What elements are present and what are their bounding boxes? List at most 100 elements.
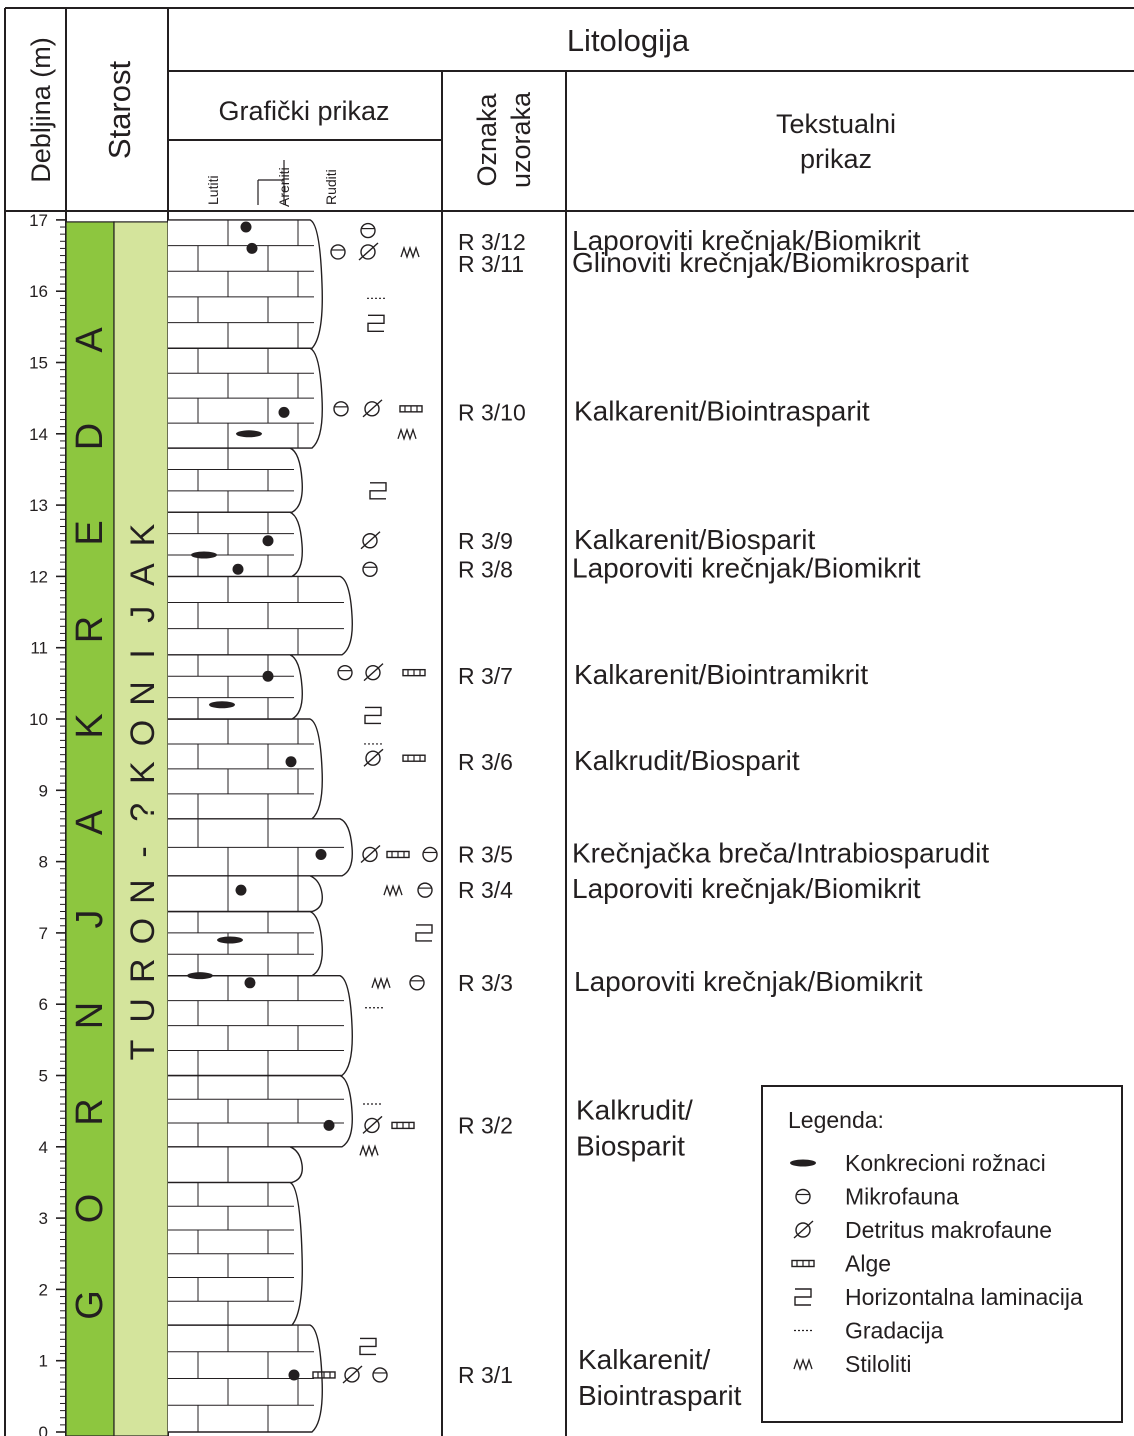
bed-outline bbox=[168, 220, 322, 348]
sample-label: R 3/5 bbox=[458, 841, 513, 867]
sample-column-title-1: Oznaka bbox=[472, 92, 502, 186]
grain-label-rudite: Ruditi bbox=[323, 169, 339, 205]
stage-letter: K bbox=[124, 523, 162, 546]
legend-item-label: Mikrofauna bbox=[845, 1184, 959, 1210]
sample-point-icon bbox=[241, 222, 252, 233]
epoch-letter: E bbox=[69, 520, 111, 545]
epoch-letter: K bbox=[69, 713, 111, 738]
depth-tick-label: 14 bbox=[29, 425, 48, 444]
age-bars: GORNJAKREDATURON-?KONIJAK bbox=[66, 222, 168, 1436]
stylolite-icon bbox=[360, 1146, 378, 1155]
microfauna-icon bbox=[418, 883, 432, 897]
graphic-column-title: Grafički prikaz bbox=[218, 96, 389, 126]
text-column-title-1: Tekstualni bbox=[776, 109, 896, 139]
sample-label: R 3/1 bbox=[458, 1362, 513, 1388]
sample-description: Kalkarenit/Biointrasparit bbox=[574, 395, 870, 426]
stage-letter: - bbox=[124, 846, 162, 857]
bed-outline bbox=[168, 448, 302, 512]
sample-label: R 3/4 bbox=[458, 877, 513, 903]
sample-description: Kalkrudit/Biosparit bbox=[574, 745, 800, 776]
chert-nodule-icon bbox=[236, 430, 262, 437]
microfauna-icon bbox=[331, 245, 345, 259]
sample-description-line1: Kalkarenit/ bbox=[578, 1344, 711, 1375]
horizontal-lamination-icon bbox=[368, 315, 384, 331]
depth-tick-label: 16 bbox=[29, 282, 48, 301]
microfauna-icon bbox=[338, 666, 352, 680]
legend-item-label: Detritus makrofaune bbox=[845, 1217, 1052, 1243]
sample-point-icon bbox=[289, 1369, 300, 1380]
microfauna-icon bbox=[361, 224, 375, 238]
horizontal-lamination-icon bbox=[360, 1338, 376, 1354]
age-column-title: Starost bbox=[102, 61, 137, 160]
stage-letter: K bbox=[124, 761, 162, 784]
sample-point-icon bbox=[233, 564, 244, 575]
sample-point-icon bbox=[316, 849, 327, 860]
epoch-letter: O bbox=[69, 1194, 111, 1224]
bed-outline bbox=[168, 1147, 302, 1183]
epoch-letter: A bbox=[69, 809, 111, 835]
sample-column-title-2: uzoraka bbox=[506, 91, 536, 188]
sample-point-icon bbox=[247, 243, 258, 254]
horizontal-lamination-icon bbox=[370, 483, 386, 499]
bed-outline bbox=[168, 1076, 352, 1147]
depth-tick-label: 12 bbox=[29, 567, 48, 586]
sample-description-line1: Kalkrudit/ bbox=[576, 1094, 693, 1125]
depth-tick-label: 17 bbox=[29, 211, 48, 230]
sample-description-line2: Biointrasparit bbox=[578, 1380, 742, 1411]
depth-column-title: Debljina (m) bbox=[26, 37, 56, 183]
horizontal-lamination-icon bbox=[365, 707, 381, 723]
stage-letter: N bbox=[124, 681, 162, 706]
epoch-letter: J bbox=[69, 910, 111, 929]
legend-item-label: Konkrecioni rožnaci bbox=[845, 1150, 1046, 1176]
text-column-title-2: prikaz bbox=[800, 144, 872, 174]
legend-item-label: Stiloliti bbox=[845, 1351, 911, 1377]
sample-description: Kalkarenit/Biointramikrit bbox=[574, 659, 868, 690]
depth-tick-label: 9 bbox=[39, 781, 48, 800]
legend-title: Legenda: bbox=[788, 1107, 884, 1133]
sample-label: R 3/8 bbox=[458, 556, 513, 582]
chert-nodule-icon bbox=[217, 937, 243, 944]
legend-box bbox=[762, 1086, 1122, 1422]
microfauna-icon bbox=[423, 847, 437, 861]
sample-point-icon bbox=[263, 535, 274, 546]
sample-label: R 3/11 bbox=[458, 251, 524, 277]
sample-description: Glinoviti krečnjak/Biomikrosparit bbox=[572, 247, 969, 278]
depth-tick-label: 1 bbox=[39, 1352, 48, 1371]
stylolite-icon bbox=[401, 248, 419, 257]
depth-tick-label: 6 bbox=[39, 995, 48, 1014]
lithology-beds bbox=[168, 220, 352, 1432]
epoch-letter: G bbox=[69, 1290, 111, 1320]
sample-point-icon bbox=[236, 885, 247, 896]
stage-letter: N bbox=[124, 879, 162, 904]
stage-letter: O bbox=[124, 720, 162, 746]
stylolite-icon bbox=[384, 886, 402, 895]
stylolite-icon bbox=[372, 979, 390, 988]
depth-tick-label: 15 bbox=[29, 354, 48, 373]
stage-letter: ? bbox=[124, 803, 162, 822]
microfauna-icon bbox=[410, 976, 424, 990]
sample-point-icon bbox=[245, 977, 256, 988]
depth-tick-label: 7 bbox=[39, 924, 48, 943]
sample-label: R 3/6 bbox=[458, 749, 513, 775]
sample-description-line2: Biosparit bbox=[576, 1130, 685, 1161]
legend-item-label: Horizontalna laminacija bbox=[845, 1284, 1083, 1310]
epoch-letter: D bbox=[69, 423, 111, 450]
sample-label: R 3/3 bbox=[458, 970, 513, 996]
bed-outline bbox=[168, 655, 302, 719]
bed-outline bbox=[168, 576, 352, 654]
depth-tick-label: 13 bbox=[29, 496, 48, 515]
sample-label: R 3/2 bbox=[458, 1112, 513, 1138]
sample-description: Laporoviti krečnjak/Biomikrit bbox=[572, 552, 921, 583]
stage-bar bbox=[114, 222, 168, 1436]
sample-description: Laporoviti krečnjak/Biomikrit bbox=[574, 966, 923, 997]
depth-tick-label: 11 bbox=[30, 639, 48, 658]
legend: Legenda: Konkrecioni rožnaciMikrofaunaDe… bbox=[762, 1086, 1122, 1422]
depth-tick-label: 2 bbox=[39, 1280, 48, 1299]
stage-letter: U bbox=[124, 998, 162, 1023]
bed-outline bbox=[168, 912, 322, 976]
epoch-letter: R bbox=[69, 1098, 111, 1125]
legend-item-label: Alge bbox=[845, 1251, 891, 1277]
stage-letter: J bbox=[124, 606, 162, 623]
horizontal-lamination-icon bbox=[416, 925, 432, 941]
